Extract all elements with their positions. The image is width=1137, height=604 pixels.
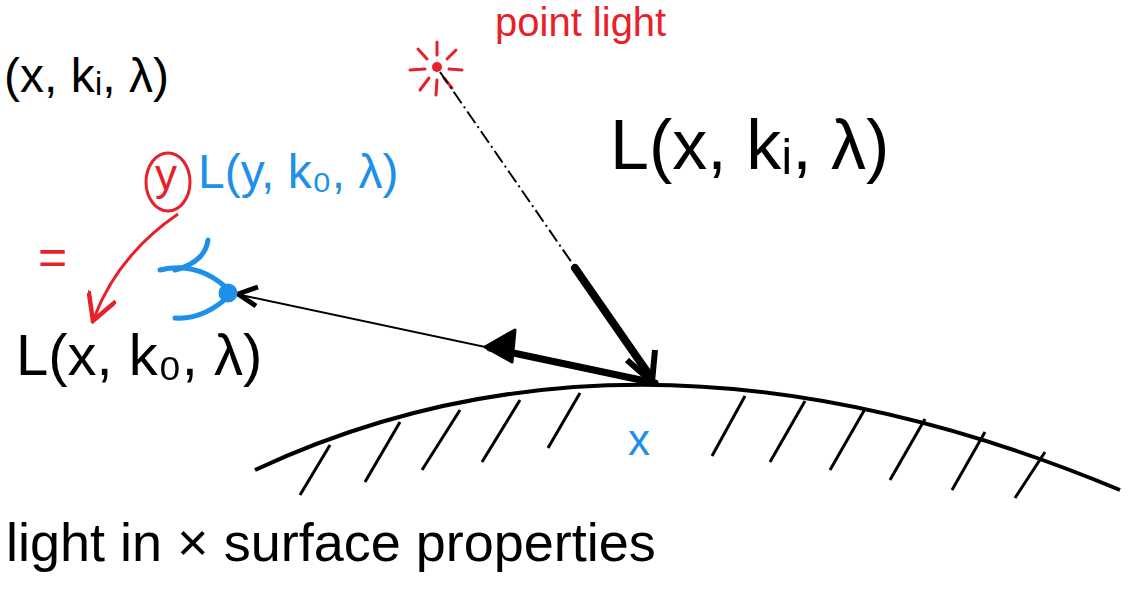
caption-note: light in × surface properties [6, 515, 656, 569]
arrow-head [485, 330, 515, 362]
surface-hatching [300, 393, 1045, 498]
formula-label: L(y, k₀, λ) [198, 148, 398, 196]
point-label: x [628, 418, 650, 462]
red-arrow [94, 214, 178, 318]
equals-sign: = [38, 232, 67, 282]
point-light-symbol [410, 42, 462, 95]
formula-label: (x, kᵢ, λ) [4, 52, 169, 100]
light-label: point light [495, 2, 666, 42]
reflected-ray [236, 294, 655, 383]
formula-label: L(x, k₀, λ) [16, 326, 262, 384]
circle-mark [146, 153, 190, 211]
light-ray-thick [575, 268, 650, 376]
reflected-ray-thick [490, 348, 655, 383]
variable-label: y [155, 153, 177, 197]
surface-curve [255, 385, 1120, 490]
eye-symbol [160, 240, 235, 318]
arrow-head [238, 287, 258, 306]
formula-label: L(x, kᵢ, λ) [610, 110, 889, 180]
